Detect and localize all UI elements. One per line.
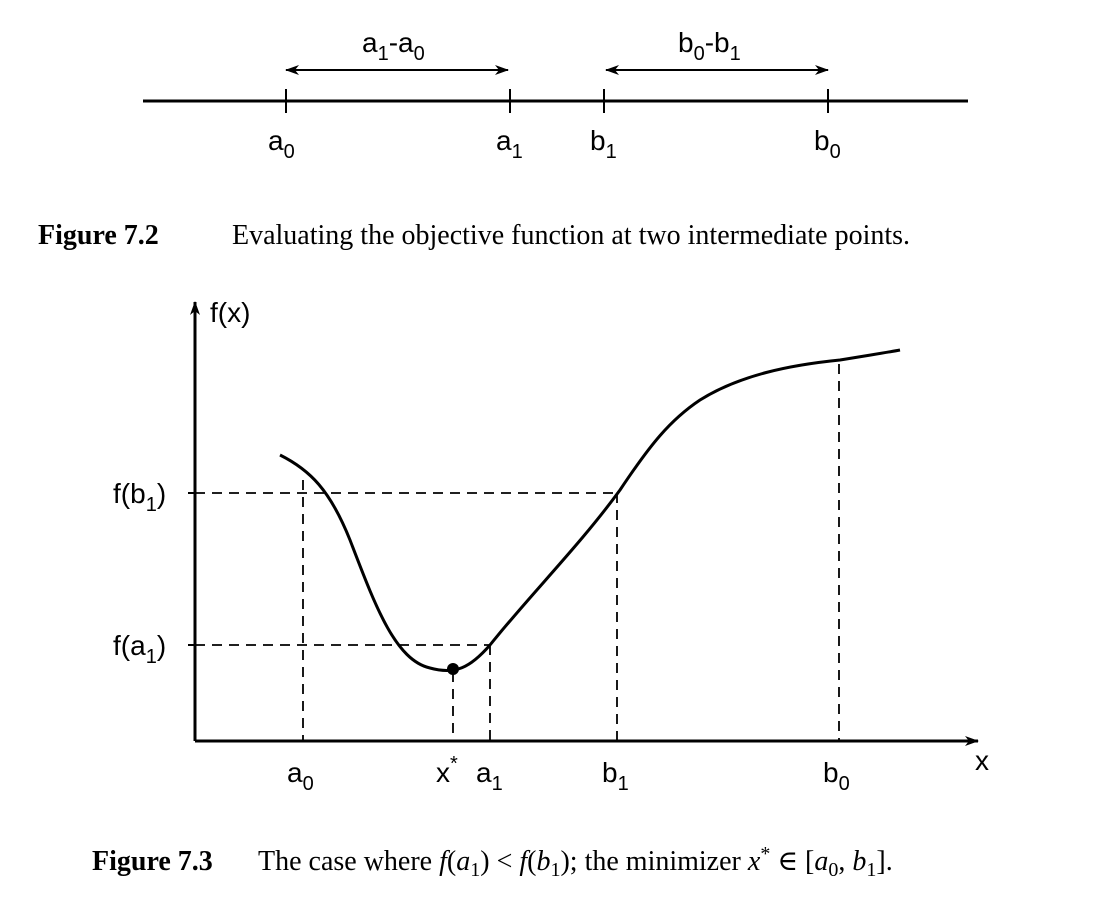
figure-7-3: f(x) x f(b1) f(a1) a0 — [92, 297, 989, 881]
point-label-a0: a0 — [268, 125, 295, 163]
figure-7-3-caption-label: Figure 7.3 — [92, 846, 213, 877]
x-tick-label-b0: b0 — [823, 757, 850, 795]
y-tick-label-fa1: f(a1) — [113, 630, 166, 668]
point-label-a1: a1 — [496, 125, 523, 163]
x-tick-label-a1: a1 — [476, 757, 503, 795]
x-tick-label-a0: a0 — [287, 757, 314, 795]
figure-7-2-caption-label: Figure 7.2 — [38, 220, 159, 251]
y-tick-label-fb1: f(b1) — [113, 478, 166, 516]
x-axis-label: x — [975, 745, 989, 776]
interval-label-right: b0-b1 — [678, 27, 741, 65]
figure-7-3-caption-text: The case where f(a1) < f(b1); the minimi… — [258, 843, 893, 881]
x-tick-label-b1: b1 — [602, 757, 629, 795]
point-label-b1: b1 — [590, 125, 617, 163]
x-tick-label-xstar: x* — [436, 753, 458, 788]
minimizer-point — [447, 663, 459, 675]
function-curve — [279, 348, 901, 673]
point-label-b0: b0 — [814, 125, 841, 163]
figure-7-2: a1-a0 b0-b1 a0 a1 b1 b0 Figure 7.2 Evalu… — [38, 27, 968, 251]
y-axis-label: f(x) — [210, 297, 250, 328]
interval-label-left: a1-a0 — [362, 27, 425, 65]
figure-7-2-caption-text: Evaluating the objective function at two… — [232, 220, 910, 251]
